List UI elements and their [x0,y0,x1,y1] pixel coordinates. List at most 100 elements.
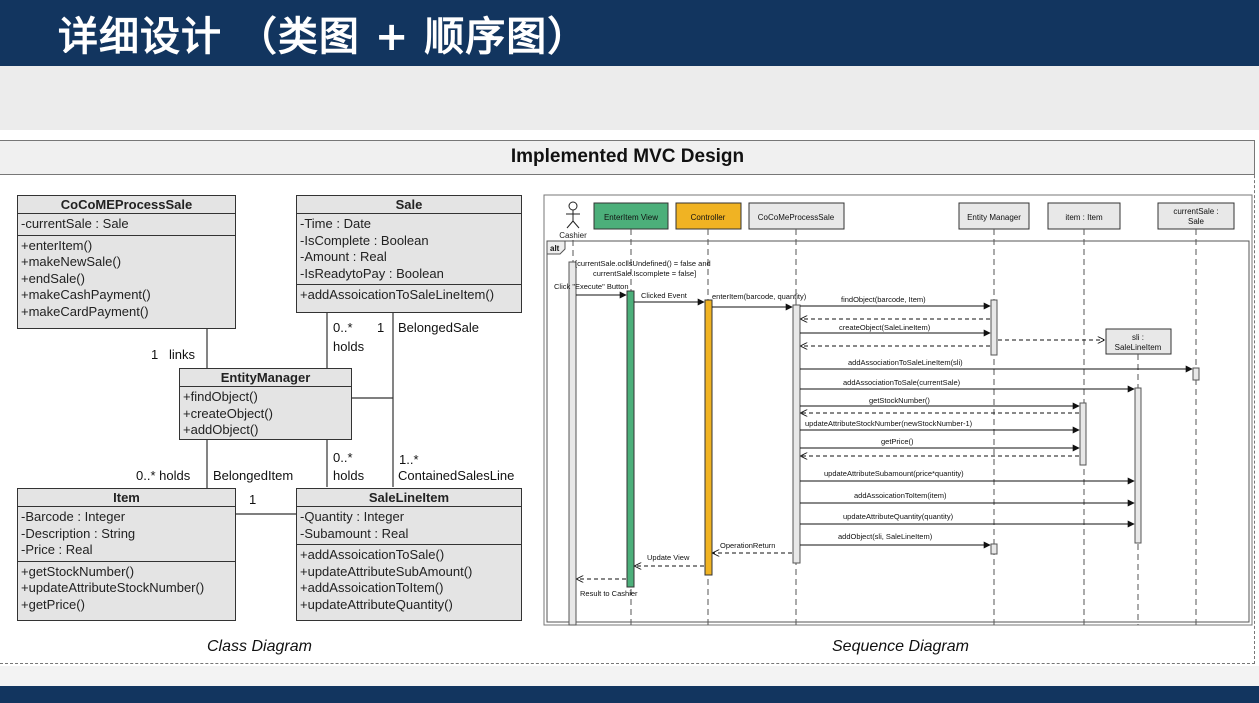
operation: +addObject() [183,422,259,437]
guard-line-1: [currentSale.ocllsUndefined() = false an… [575,259,711,268]
footer-bar [0,686,1259,703]
attribute: -Barcode : Integer [21,509,126,524]
class-sale-line-item: SaleLineItem -Quantity : Integer -Subamo… [296,488,522,621]
lifeline-entity-manager [958,202,1030,230]
class-attributes: -Time : Date -IsComplete : Boolean -Amou… [297,214,521,285]
msg-create-object: createObject(SaleLineItem) [839,323,931,332]
operation: +endSale() [21,270,85,286]
activation-current-sale [1192,367,1200,381]
sequence-diagram: alt Cashier EnterItem View Controller Co… [543,194,1253,626]
lifeline-label: EnterItem View [604,213,658,222]
class-entity-manager: EntityManager +findObject() +createObjec… [179,368,352,440]
class-operations: +getStockNumber() +updateAttributeStockN… [18,562,235,616]
belonged-sale-label: BelongedSale [398,320,479,335]
alt-label: alt [550,244,560,253]
class-name: CoCoMEProcessSale [18,196,235,214]
lifeline-current-sale [1157,202,1235,230]
operation: +enterItem() [21,237,93,253]
class-attributes: -currentSale : Sale [18,214,235,236]
actor-label: Cashier [559,231,587,240]
class-operations: +enterItem() +makeNewSale() +endSale() +… [18,236,235,323]
msg-operation-return: OperationReturn [720,541,775,550]
class-name: SaleLineItem [297,489,521,507]
activation-sli [1134,387,1142,544]
sequence-diagram-caption: Sequence Diagram [832,638,969,655]
class-diagram-caption: Class Diagram [207,638,312,655]
class-sale: Sale -Time : Date -IsComplete : Boolean … [296,195,522,313]
lifeline-item [1047,202,1121,230]
panel-title: Implemented MVC Design [510,146,745,167]
msg-click-execute: Click "Execute" Button [554,282,629,291]
msg-clicked-event: Clicked Event [641,291,688,300]
activation-entity-manager [990,299,998,356]
guard-line-2: currentSale.Iscomplete = false] [593,269,696,278]
item-sli-multiplicity: 1 [249,492,257,507]
lifeline-label: item : Item [1065,213,1103,222]
operation: +getPrice() [21,596,85,612]
msg-update-quantity: updateAttributeQuantity(quantity) [843,512,954,521]
attribute: -currentSale : Sale [21,216,129,231]
attribute: -Time : Date [300,216,372,231]
belonged-sale-multiplicity: 1 [377,320,385,335]
title-banner: 详细设计 （类图 + 顺序图） [0,0,1259,66]
operation: +makeCardPayment() [21,303,149,319]
sale-holds-multiplicity: 0..* [333,320,353,335]
attribute: -Quantity : Integer [300,509,405,524]
subtitle-band [0,66,1259,130]
class-attributes: -Quantity : Integer -Subamount : Real [297,507,521,545]
lifeline-controller [675,202,742,230]
sequence-frame [543,194,1253,626]
class-name: EntityManager [180,369,351,387]
operation: +makeNewSale() [21,254,122,269]
msg-find-object: findObject(barcode, Item) [841,295,926,304]
activation-view [626,290,635,588]
class-name: Sale [297,196,521,214]
msg-add-object: addObject(sli, SaleLineItem) [838,532,933,541]
links-label: links [169,347,196,362]
operation: +updateAttributeQuantity() [300,596,453,612]
operation: +updateAttributeSubAmount() [300,563,473,579]
operation: +getStockNumber() [21,563,135,579]
class-operations: +findObject() +createObject() +addObject… [180,387,351,441]
attribute: -Subamount : Real [300,525,409,541]
activation-item [1079,402,1087,466]
class-name: Item [18,489,235,507]
attribute: -IsReadytoPay : Boolean [300,265,444,281]
msg-get-price: getPrice() [881,437,914,446]
sale-holds-label: holds [333,339,365,354]
operation: +addAssoicationToItem() [300,580,444,595]
activation-entity-manager-2 [990,543,998,555]
class-attributes: -Barcode : Integer -Description : String… [18,507,235,562]
operation: +findObject() [183,389,258,404]
item-holds-label: 0..* holds [136,468,191,483]
lifeline-label: sli :SaleLineItem [1115,333,1162,352]
attribute: -Price : Real [21,542,93,557]
msg-get-stock: getStockNumber() [869,396,930,405]
operation: +addAssoicationToSaleLineItem() [300,287,495,302]
lifeline-sli [1105,328,1172,355]
operation: +updateAttributeStockNumber() [21,580,205,595]
attribute: -Description : String [21,525,136,541]
msg-add-assoc-item: addAssoicationToItem(item) [854,491,947,500]
lifeline-label: Entity Manager [967,213,1021,222]
alt-fragment [546,240,1250,623]
lifeline-label: CoCoMeProcessSale [758,213,835,222]
attribute: -Amount : Real [300,249,387,264]
lifeline-label: currentSale :Sale [1173,207,1218,226]
cashier-actor-icon [566,201,580,229]
msg-result-to-cashier: Result to Cashier [580,589,638,598]
class-operations: +addAssoicationToSale() +updateAttribute… [297,545,521,615]
activation-cashier [568,261,577,626]
sli-holds-multiplicity: 0..* [333,450,353,465]
msg-add-assoc-sli: addAssociationToSaleLineItem(sli) [848,358,963,367]
contained-multiplicity: 1..* [399,452,419,467]
links-multiplicity: 1 [151,347,159,362]
slide-title: 详细设计 （类图 + 顺序图） [58,14,589,60]
class-operations: +addAssoicationToSaleLineItem() [297,285,521,306]
panel-title-bar [0,140,1255,175]
msg-enter-item: enterItem(barcode, quantity) [712,292,807,301]
attribute: -IsComplete : Boolean [300,232,429,248]
operation: +addAssoicationToSale() [300,547,445,562]
msg-add-assoc-sale: addAssociationToSale(currentSale) [843,378,961,387]
class-item: Item -Barcode : Integer -Description : S… [17,488,236,621]
